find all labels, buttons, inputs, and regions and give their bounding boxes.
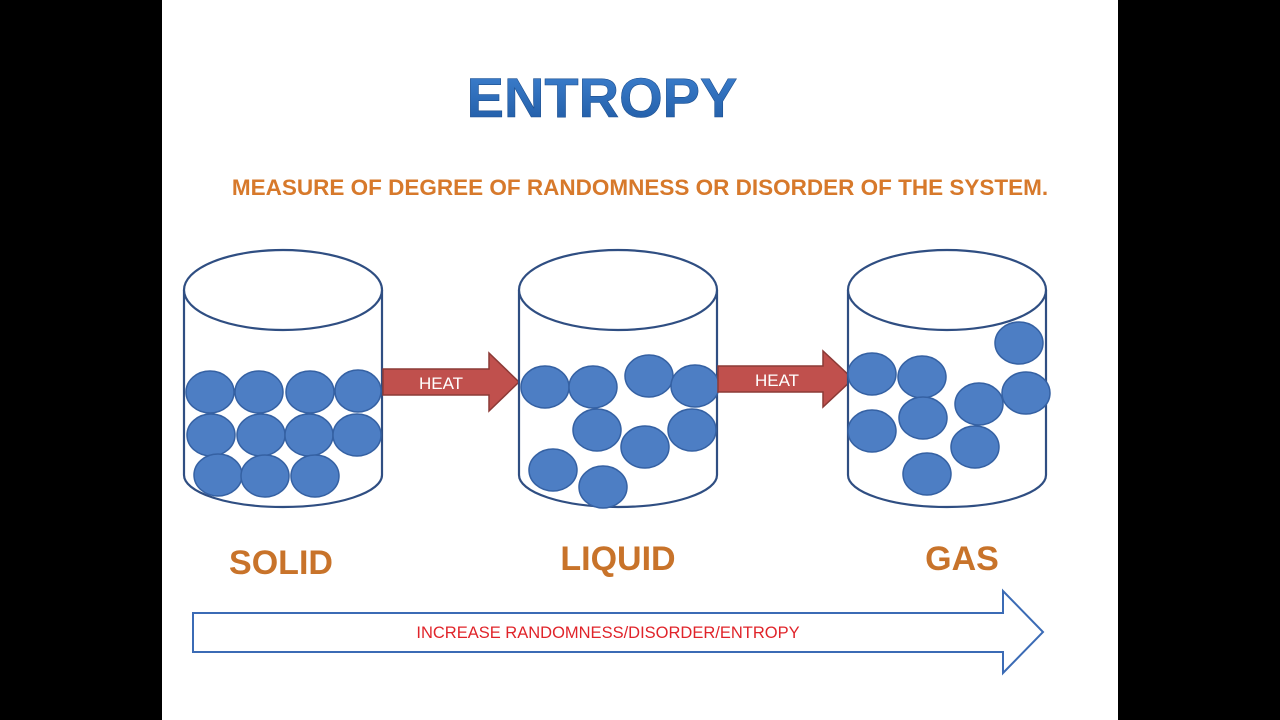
- particle: [284, 413, 334, 457]
- particle: [897, 355, 947, 399]
- solid-cylinder-top: [182, 248, 384, 332]
- particle: [994, 321, 1044, 365]
- increase-label: INCREASE RANDOMNESS/DISORDER/ENTROPY: [416, 624, 799, 642]
- particle: [578, 465, 628, 509]
- particle: [620, 425, 670, 469]
- heat-arrow-1: HEAT: [382, 351, 521, 413]
- label-solid: SOLID: [229, 544, 333, 582]
- particle: [572, 408, 622, 452]
- solid-particles: [185, 369, 382, 498]
- particle: [234, 370, 284, 414]
- particle: [847, 352, 897, 396]
- particle: [193, 453, 243, 497]
- heat-label-2: HEAT: [755, 371, 799, 390]
- heat-arrow-2: HEAT: [717, 349, 855, 409]
- particle: [898, 396, 948, 440]
- particle: [332, 413, 382, 457]
- letterbox-right: [1118, 0, 1280, 720]
- increase-arrow-shape: [192, 588, 1045, 676]
- particle: [528, 448, 578, 492]
- particle: [236, 413, 286, 457]
- particle: [334, 369, 382, 413]
- heat-arrow-shape: [382, 351, 521, 413]
- particle: [670, 364, 720, 408]
- gas-particles: [847, 321, 1051, 496]
- letterbox-left: [0, 0, 162, 720]
- particle: [520, 365, 570, 409]
- particle: [568, 365, 618, 409]
- particle: [954, 382, 1004, 426]
- particle: [240, 454, 290, 498]
- particle: [902, 452, 952, 496]
- particle: [185, 370, 235, 414]
- particle: [290, 454, 340, 498]
- heat-arrow-shape: [717, 349, 855, 409]
- particle: [950, 425, 1000, 469]
- particle: [1001, 371, 1051, 415]
- gas-container: [846, 248, 1051, 509]
- particle: [847, 409, 897, 453]
- increase-arrow: INCREASE RANDOMNESS/DISORDER/ENTROPY: [192, 588, 1045, 676]
- solid-cylinder-body: [182, 290, 384, 509]
- heat-label-1: HEAT: [419, 374, 463, 393]
- solid-container: [182, 248, 384, 509]
- label-liquid: LIQUID: [560, 540, 675, 578]
- subtitle: MEASURE OF DEGREE OF RANDOMNESS OR DISOR…: [232, 175, 1048, 200]
- title: ENTROPY: [467, 66, 738, 129]
- particle: [667, 408, 717, 452]
- gas-cylinder-top: [846, 248, 1048, 332]
- liquid-cylinder-top: [517, 248, 719, 332]
- particle: [285, 370, 335, 414]
- particle: [624, 354, 674, 398]
- label-gas: GAS: [925, 540, 999, 578]
- liquid-particles: [520, 354, 720, 509]
- liquid-container: [517, 248, 720, 509]
- particle: [186, 413, 236, 457]
